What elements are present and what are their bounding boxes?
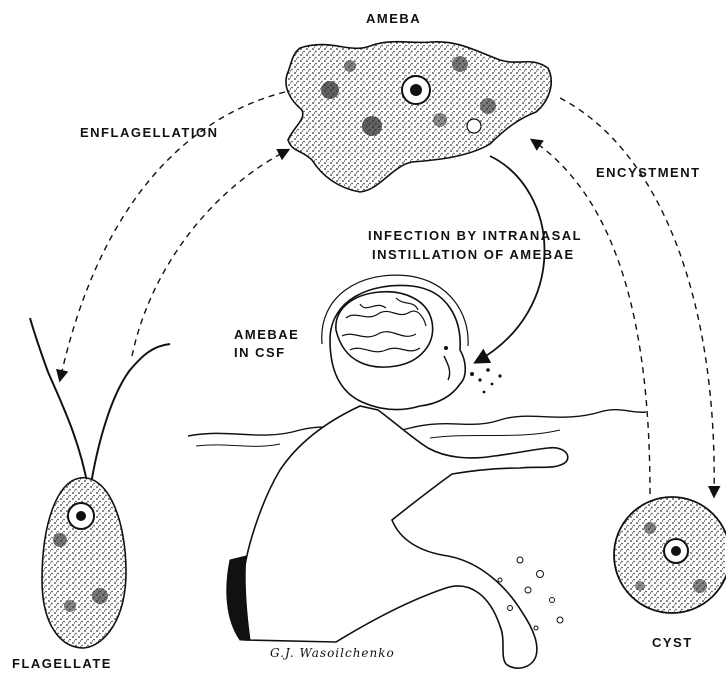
nose-bubbles — [470, 368, 502, 393]
flagellate-cell — [30, 318, 170, 648]
label-ameba: AMEBA — [366, 10, 421, 27]
brain — [336, 292, 433, 367]
label-csf-line1: AMEBAE — [234, 326, 299, 343]
flagellum-right — [90, 344, 170, 490]
label-flagellate: FLAGELLATE — [12, 655, 112, 672]
label-csf-line2: IN CSF — [234, 344, 286, 361]
flagellum-left — [30, 318, 88, 488]
label-infection-line1: INFECTION BY INTRANASAL — [368, 227, 582, 244]
label-encystment: ENCYSTMENT — [596, 164, 701, 181]
body-outline — [240, 406, 567, 668]
water-line — [188, 410, 646, 436]
cyst-cell — [614, 497, 726, 613]
label-enflagellation: ENFLAGELLATION — [80, 124, 218, 141]
artist-signature: G.J. Wasoilchenko — [270, 646, 395, 660]
encystment-arrow — [560, 98, 714, 496]
flagellate-nucleus — [68, 503, 94, 529]
ameba-nucleus — [402, 76, 430, 104]
ameba-vacuole — [467, 119, 481, 133]
excystment-arrow — [532, 140, 650, 494]
cyst-nucleus — [664, 539, 688, 563]
label-cyst: CYST — [652, 634, 693, 651]
label-infection-line2: INSTILLATION OF AMEBAE — [372, 246, 575, 263]
